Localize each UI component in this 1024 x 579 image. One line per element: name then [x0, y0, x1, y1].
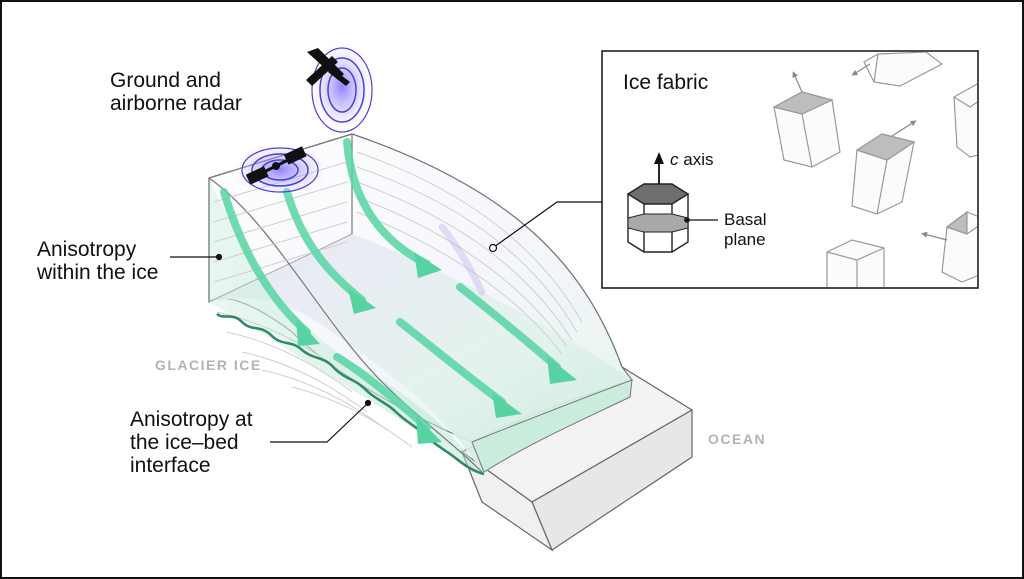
ice-crystal [921, 210, 977, 283]
ice-fabric-title: Ice fabric [623, 71, 709, 94]
ocean-tag: OCEAN [708, 431, 767, 447]
flow-arrow [414, 252, 442, 278]
basal-plane-crystal [626, 183, 718, 253]
flow-arrow [296, 318, 320, 346]
anisotropy-ice-label: Anisotropy within the ice [37, 238, 158, 284]
flow-arrow [416, 416, 442, 444]
basal-plane-line-1: Basal [724, 210, 767, 229]
flow-arrow [396, 318, 506, 406]
ice-crystal [851, 120, 917, 215]
satellite-icon [245, 146, 307, 185]
radar-label-line-2: airborne radar [110, 92, 242, 115]
anisotropy-bed-label: Anisotropy at the ice–bed interface [130, 408, 253, 477]
anisotropy-ice-line-2: within the ice [37, 261, 159, 284]
ice-crystal [772, 71, 841, 168]
anisotropy-bed-line-1: Anisotropy at [130, 408, 253, 431]
ice-bed-edge [216, 312, 485, 476]
c-axis-symbol: c [670, 150, 679, 169]
ice-crystal [953, 83, 977, 158]
airplane-icon [306, 48, 350, 86]
basal-plane-label: Basal plane [724, 210, 767, 250]
flow-arrow [343, 138, 431, 268]
c-axis-word: axis [683, 150, 714, 169]
ice-crystal [851, 52, 944, 87]
ice-crystal [826, 239, 885, 287]
leader-lines [170, 201, 602, 443]
flow-arrow [456, 283, 561, 371]
basal-plane-line-2: plane [724, 230, 766, 249]
c-axis-label: c axis [670, 150, 713, 170]
glacier-ice-tag: GLACIER ICE [155, 357, 262, 373]
flow-arrow [547, 356, 577, 384]
flow-arrows [220, 138, 577, 444]
ocean-block [460, 366, 694, 552]
flow-arrow [333, 353, 431, 431]
anisotropy-ice-line-1: Anisotropy [37, 238, 137, 261]
flow-arrow [492, 392, 522, 418]
radar-label-line-1: Ground and [110, 69, 221, 92]
ice-fabric-inset [601, 50, 979, 289]
flow-arrow [220, 188, 311, 336]
flow-arrow [348, 288, 376, 314]
radar-label: Ground and airborne radar [110, 69, 242, 115]
up-arrow-icon [654, 152, 664, 184]
anisotropy-bed-line-2: the ice–bed [130, 431, 239, 454]
anisotropy-bed-line-3: interface [130, 454, 211, 477]
flow-arrow [438, 223, 486, 296]
